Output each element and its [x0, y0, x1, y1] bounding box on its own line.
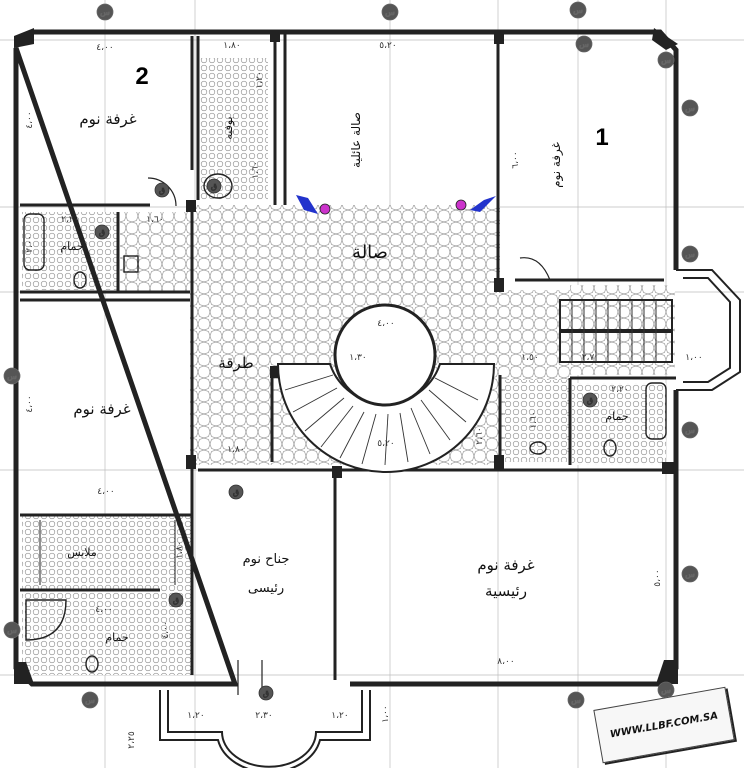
bedroom-2-label: غرفة نوم — [79, 110, 136, 128]
dimension: ٤،٠٠ — [377, 319, 394, 329]
dimension: ١،٨٠ — [223, 41, 240, 51]
grid-mark: س — [579, 40, 589, 49]
dimension: ٤،٠٠ — [96, 43, 113, 53]
buffet-label: بوفيه — [222, 116, 235, 139]
dimension: ١،٢٠ — [187, 711, 204, 721]
dimension: ٥،٠٠ — [653, 569, 663, 586]
grid-mark: س — [385, 8, 395, 17]
master-bedroom-label-2: رئيسية — [485, 582, 527, 600]
dimension: ٤،٠٠ — [161, 621, 171, 638]
door-mark: ق — [173, 596, 179, 605]
grid-mark: س — [685, 250, 695, 259]
wet-area-tiles — [22, 58, 666, 675]
dimension: ٢،٢٠ — [611, 385, 628, 395]
dimension: ١،٦٠ — [251, 161, 261, 178]
dimension: ٨،٠٠ — [497, 657, 514, 667]
dressing-label: ملابس — [67, 546, 97, 559]
grid-mark: س — [685, 104, 695, 113]
grid-mark: س — [571, 696, 581, 705]
door-mark: ق — [587, 396, 593, 405]
grid-mark: س — [573, 6, 583, 15]
markers — [296, 195, 496, 215]
bedroom-1-number: 1 — [595, 124, 608, 151]
family-hall-label: صالة عائلية — [349, 112, 363, 168]
door-mark: ق — [263, 689, 269, 698]
dimension: ١،٥٠ — [521, 353, 538, 363]
master-suite-label-2: رئيسى — [248, 581, 284, 596]
dimension: ١،٠٠ — [685, 353, 702, 363]
stair-treads — [571, 300, 657, 362]
dimension: ٥،٢٠ — [379, 41, 396, 51]
dimension: ١،٠٠ — [381, 705, 391, 722]
dimension: ٥،٢٠ — [377, 439, 394, 449]
grid-marks: س س س س س س س س س س س س س س — [3, 1, 699, 709]
grid-mark: س — [7, 626, 17, 635]
dimension: ٤،٠٠ — [97, 487, 114, 497]
dimension: ١،٨٠ — [227, 445, 244, 455]
dimension: ٤،٠٠ — [95, 605, 112, 615]
inner-walls — [20, 30, 676, 680]
stair-bay — [559, 269, 741, 391]
spiral-stair — [276, 303, 496, 473]
grid-mark: س — [85, 696, 95, 705]
door-mark: ق — [159, 186, 165, 195]
dimension: ٤،٠٠ — [25, 395, 35, 412]
door-marks: ق ق ق ق ق ق ق — [94, 178, 598, 701]
door-mark: ق — [233, 488, 239, 497]
dimension: ٢،٠٠ — [25, 235, 35, 252]
dimension: ١،٦٠ — [146, 215, 163, 225]
bath-left-bottom-label: حمام — [105, 631, 128, 644]
bedroom-left-label: غرفة نوم — [73, 400, 130, 418]
dimension: ٦،٠٠ — [511, 151, 521, 168]
room-labels: 2 غرفة نوم 1 غرفة نوم بوفيه صالة عائلية … — [60, 63, 628, 644]
dimension: ٢،٧ — [582, 353, 595, 363]
corridor-label: طرقة — [218, 354, 253, 372]
dimension: ١،٨٠ — [175, 541, 185, 558]
dimension: ٢،٢٠ — [61, 215, 78, 225]
master-suite-label-1: جناح نوم — [243, 552, 290, 567]
grid-mark: س — [685, 570, 695, 579]
bath-left-top-label: حمام — [60, 240, 83, 253]
grid-mark: س — [661, 686, 671, 695]
grid-mark: س — [685, 426, 695, 435]
dimension: ٢،٣٠ — [255, 711, 272, 721]
bath-right-label: حمام — [605, 410, 628, 423]
bay-window — [159, 690, 371, 768]
grid-mark: س — [7, 372, 17, 381]
fixtures — [23, 173, 667, 673]
dimension: ١،٢٠ — [331, 711, 348, 721]
dimension: ٢،٦٠ — [475, 427, 485, 444]
dimension: ١،٣٠ — [349, 353, 366, 363]
master-bedroom-label-1: غرفة نوم — [477, 556, 534, 574]
dimension: ٢،٢٥ — [127, 731, 137, 749]
dimension: ١،٦٠ — [529, 411, 539, 428]
dimension-labels: ٤،٠٠ ١،٨٠ ٥،٢٠ ٤،٠٠ ١،٢٠ ١،٦٠ ٢،٢٠ ١،٦٠ … — [25, 41, 703, 749]
bedroom-2-number: 2 — [135, 63, 148, 90]
grid-mark: س — [100, 8, 110, 17]
bedroom-1-label: غرفة نوم — [549, 142, 564, 188]
door-mark: ق — [211, 182, 217, 191]
door-mark: ق — [99, 228, 105, 237]
dimension: ١،٢٠ — [255, 71, 265, 88]
grid-mark: س — [661, 56, 671, 65]
hall-label: صالة — [352, 242, 388, 263]
dimension: ٤،٠٠ — [25, 111, 35, 128]
